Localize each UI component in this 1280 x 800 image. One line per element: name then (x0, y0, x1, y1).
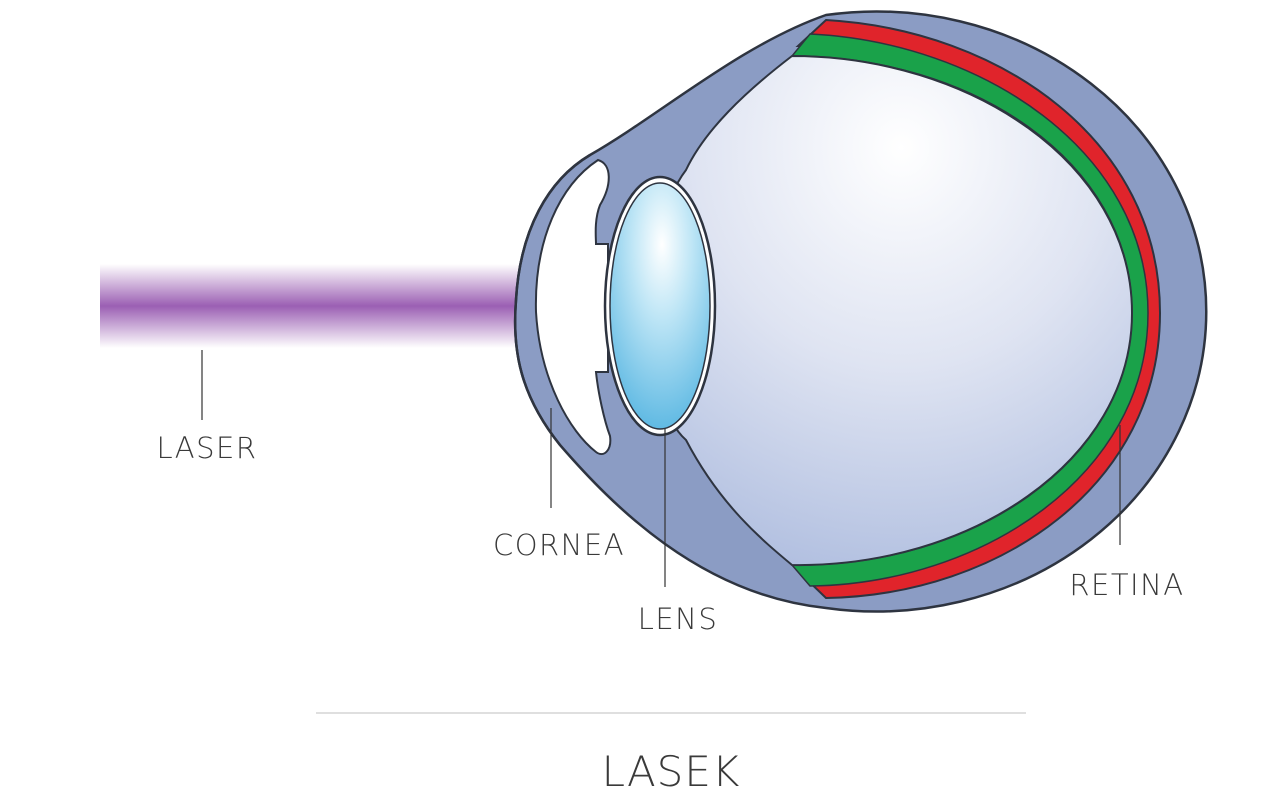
cornea-surface (513, 153, 591, 446)
vitreous-body (650, 54, 1134, 567)
lens-label: LENS (638, 602, 719, 636)
diagram-title: LASEK (602, 747, 741, 796)
lens-body (609, 182, 711, 430)
lens-group (603, 175, 717, 437)
cornea-label: CORNEA (493, 528, 625, 562)
laser-beam (100, 264, 532, 348)
laser-label: LASER (156, 431, 257, 465)
anterior-chamber (534, 158, 612, 455)
retina-label: RETINA (1069, 568, 1184, 602)
